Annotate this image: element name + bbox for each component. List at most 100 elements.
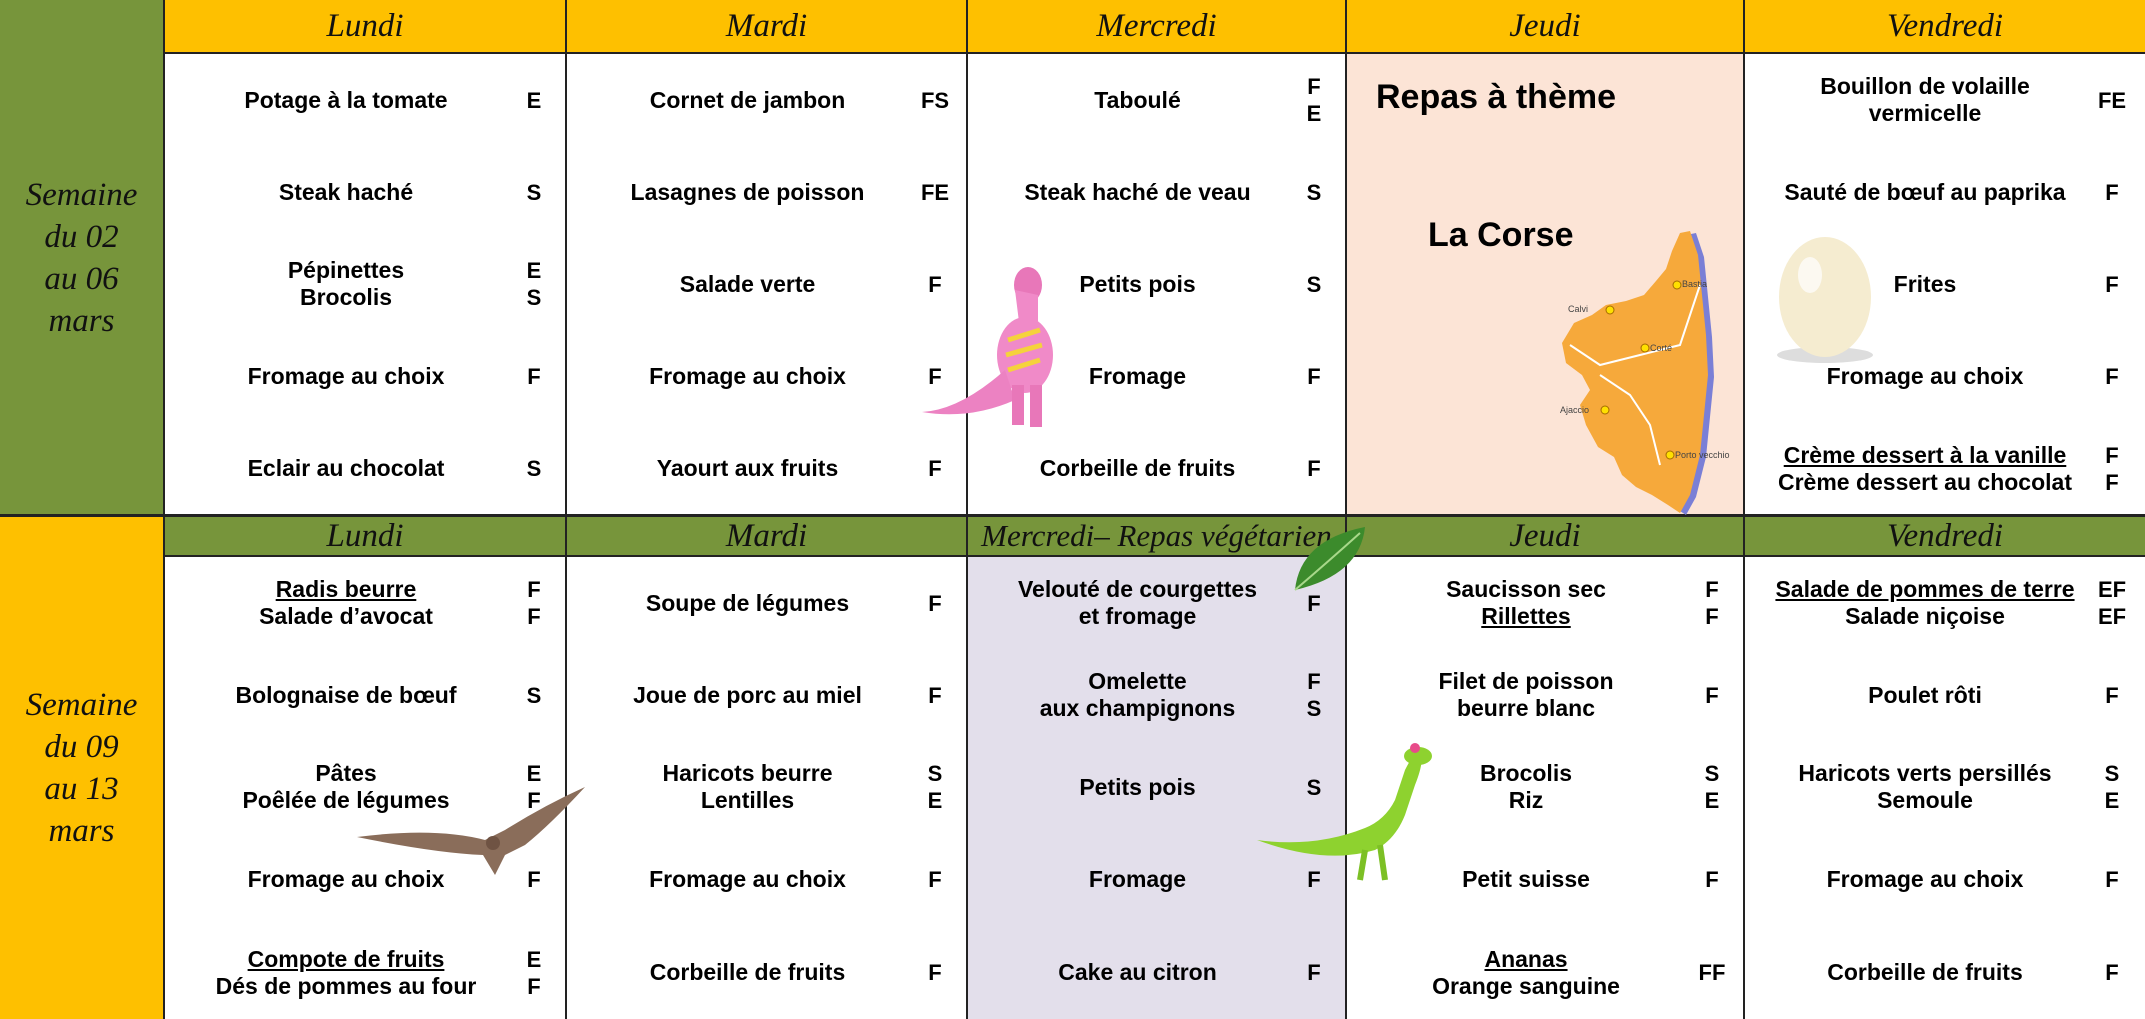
allergen-code: F [910, 271, 960, 298]
dish-line: Lasagnes de poisson [630, 178, 865, 205]
allergen-code-line: E [1704, 788, 1720, 813]
dish-name: Yaourt aux fruits [585, 455, 910, 482]
allergen-code-line: F [1307, 960, 1321, 985]
dish-name: Fromage au choix [585, 866, 910, 893]
allergen-code-line: F [1307, 363, 1321, 389]
dish-line: Crème dessert au chocolat [1777, 468, 2072, 495]
dish-line: Lentilles [700, 787, 795, 813]
dish-name: Potage à la tomate [183, 87, 509, 114]
dish-line: Salade de pommes de terre [1775, 576, 2075, 602]
allergen-code: F [2087, 271, 2137, 298]
map-city-label: Ajaccio [1560, 405, 1589, 415]
menu-cell: Corbeille de fruits F [1745, 926, 2145, 1019]
allergen-code: F [1289, 363, 1339, 390]
week-label-line: mars [48, 813, 115, 849]
allergen-code: F [910, 682, 960, 709]
day-header: Jeudi [1347, 0, 1745, 54]
allergen-code-line: F [2105, 469, 2119, 495]
allergen-code-line: F [1705, 577, 1719, 602]
allergen-code: F [910, 866, 960, 893]
dish-name: Steak haché de veau [986, 179, 1289, 206]
week-label-line: mars [48, 302, 115, 339]
dish-line: Joue de porc au miel [633, 681, 862, 708]
allergen-code: F [2087, 866, 2137, 893]
allergen-code-line: FF [1698, 960, 1726, 985]
day-header: Lundi [165, 515, 567, 557]
dish-name: Fromage au choix [1763, 866, 2087, 893]
allergen-code-line: FS [920, 87, 950, 113]
allergen-code-line: F [527, 867, 541, 892]
dish-line: Salade niçoise [1845, 603, 2005, 629]
allergen-code-line: S [2104, 761, 2120, 786]
dish-name: Cornet de jambon [585, 87, 910, 114]
dish-name: Corbeille de fruits [986, 455, 1289, 482]
allergen-code-line: FE [2097, 87, 2127, 113]
dish-line: Bouillon de volaille [1820, 73, 2030, 99]
dish-line: Omelette [1088, 668, 1187, 694]
allergen-code-line: F [928, 271, 942, 297]
allergen-code-line: S [526, 285, 542, 310]
week-label-line: Semaine [25, 176, 138, 213]
allergen-code-line: S [1306, 696, 1322, 721]
allergen-code: F [1289, 455, 1339, 482]
dish-line: Petit suisse [1462, 866, 1590, 892]
dish-name: Bolognaise de bœuf [183, 682, 509, 709]
allergen-code: S [509, 455, 559, 482]
column-border [968, 0, 1347, 1019]
dish-line: Crème dessert à la vanille [1783, 441, 2067, 468]
allergen-code-line: E [526, 946, 542, 972]
egg-illustration [1777, 237, 1873, 363]
allergen-code: S [1289, 179, 1339, 206]
allergen-code-line: F [527, 788, 541, 813]
dish-line: Frites [1893, 270, 1957, 297]
allergen-code-line: F [2105, 960, 2119, 985]
menu-cell: Frites F [1745, 238, 2145, 330]
dish-name: Corbeille de fruits [1763, 959, 2087, 986]
dish-name: Petit suisse [1365, 866, 1687, 893]
dish-line: Fromage au choix [247, 362, 445, 389]
allergen-code-line: F [1307, 456, 1321, 481]
allergen-code: F [1687, 866, 1737, 893]
dish-line: Ananas [1484, 945, 1568, 972]
allergen-code: F [910, 590, 960, 617]
allergen-code-line: E [1306, 101, 1322, 126]
theme-subtitle: La Corse [1428, 216, 1574, 254]
column-border [165, 0, 567, 1019]
dish-line: Fromage au choix [649, 362, 846, 389]
allergen-code: F [2087, 682, 2137, 709]
week-label-line: au 13 [44, 771, 119, 807]
dish-line: Fromage [1088, 866, 1187, 892]
allergen-code: F [910, 455, 960, 482]
dish-line: Brocolis [1479, 760, 1573, 786]
menu-cell: Petit suisse F [1347, 833, 1745, 926]
pink-dinosaur-illustration [922, 267, 1053, 427]
dish-line: Velouté de courgettes [1017, 576, 1257, 602]
dish-line: Cake au citron [1058, 959, 1217, 985]
dish-name: Sauté de bœuf au paprika [1763, 179, 2087, 206]
dish-line: Corbeille de fruits [1827, 959, 2023, 985]
map-city-label: Calvi [1568, 304, 1588, 314]
allergen-code-line: EF [2097, 577, 2127, 602]
allergen-code: F [2087, 363, 2137, 390]
